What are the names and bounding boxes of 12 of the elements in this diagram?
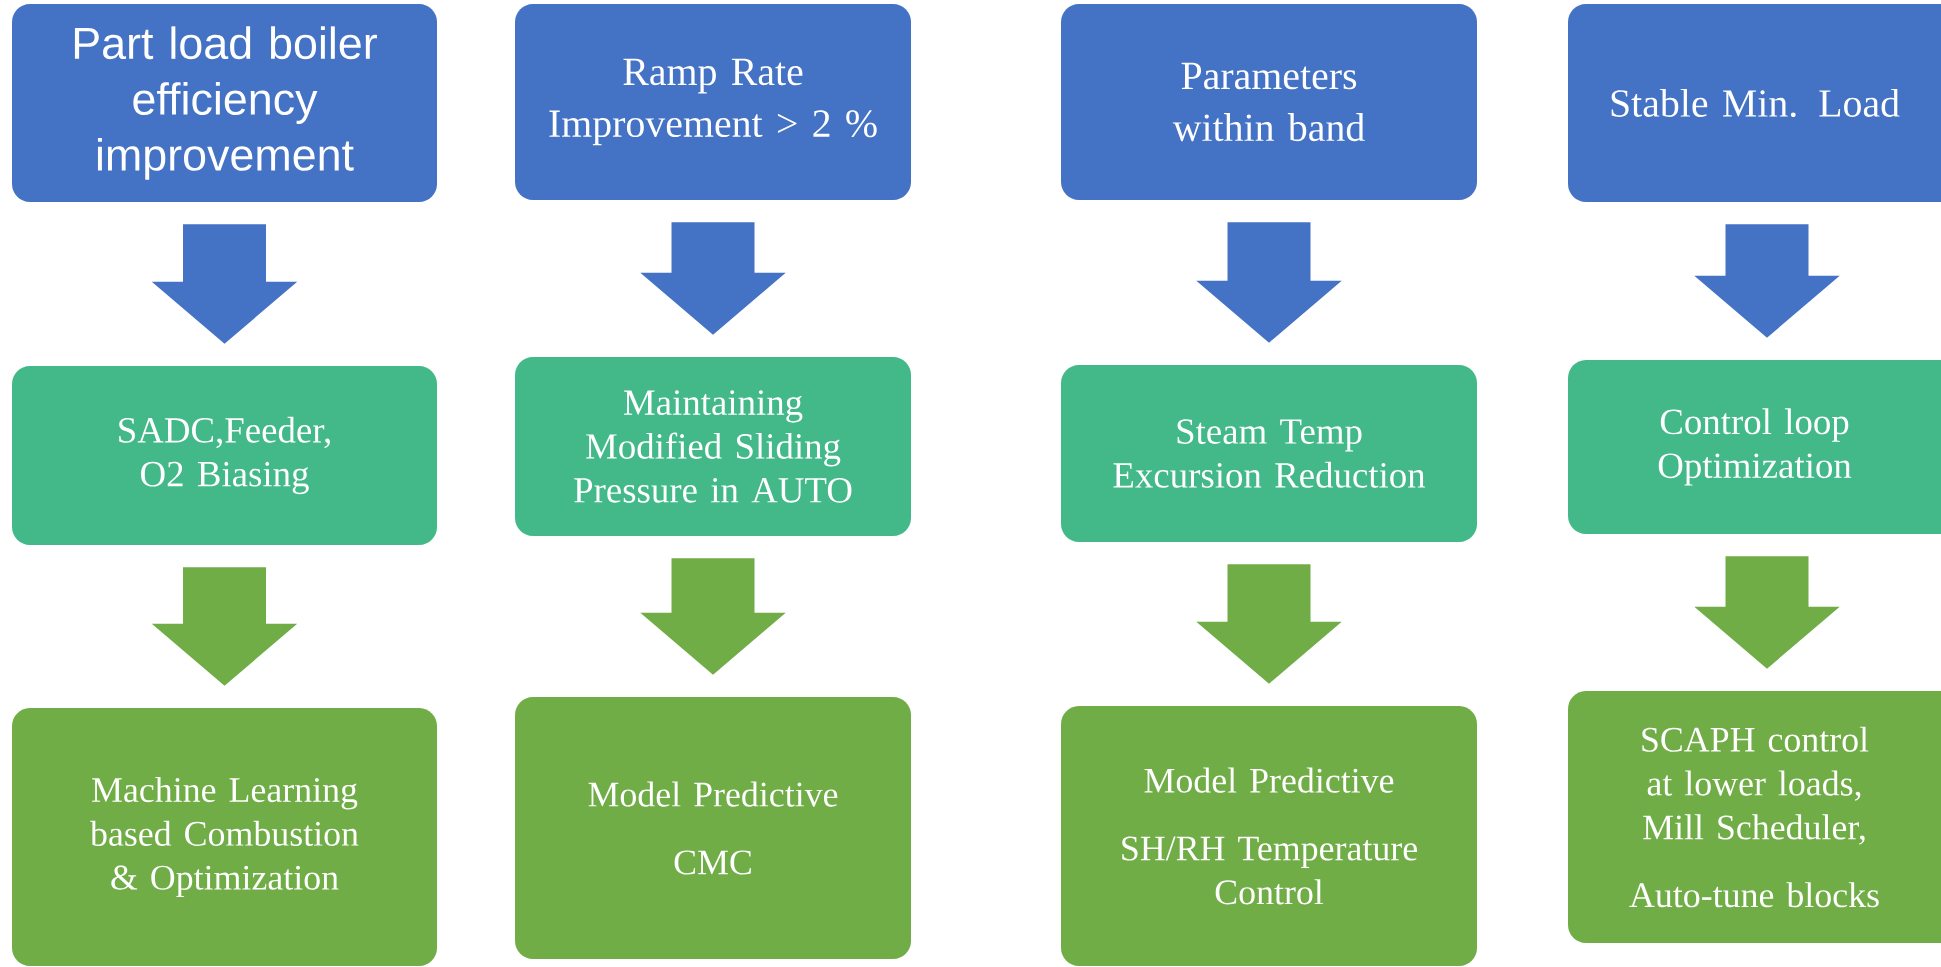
process-box: Parameters within band	[1061, 4, 1477, 200]
process-box: Machine Learning based Combustion & Optimization	[12, 708, 437, 966]
process-box: SADC,Feeder, O2 Biasing	[12, 366, 437, 545]
process-box: Maintaining Modified Sliding Pressure in AUTO	[515, 357, 911, 536]
process-box: Steam Temp Excursion Reduction	[1061, 365, 1477, 542]
process-box: SCAPH control at lower loads, Mill Scheduler, Auto-tune blocks	[1568, 691, 1941, 943]
process-box: Part load boiler efficiency improvement	[12, 4, 437, 202]
process-box: Stable Min. Load	[1568, 4, 1941, 202]
process-box: Model Predictive CMC	[515, 697, 911, 959]
process-box: Model Predictive SH/RH Temperature Control	[1061, 706, 1477, 966]
process-box: Ramp Rate Improvement > 2 %	[515, 4, 911, 200]
process-box: Control loop Optimization	[1568, 360, 1941, 534]
